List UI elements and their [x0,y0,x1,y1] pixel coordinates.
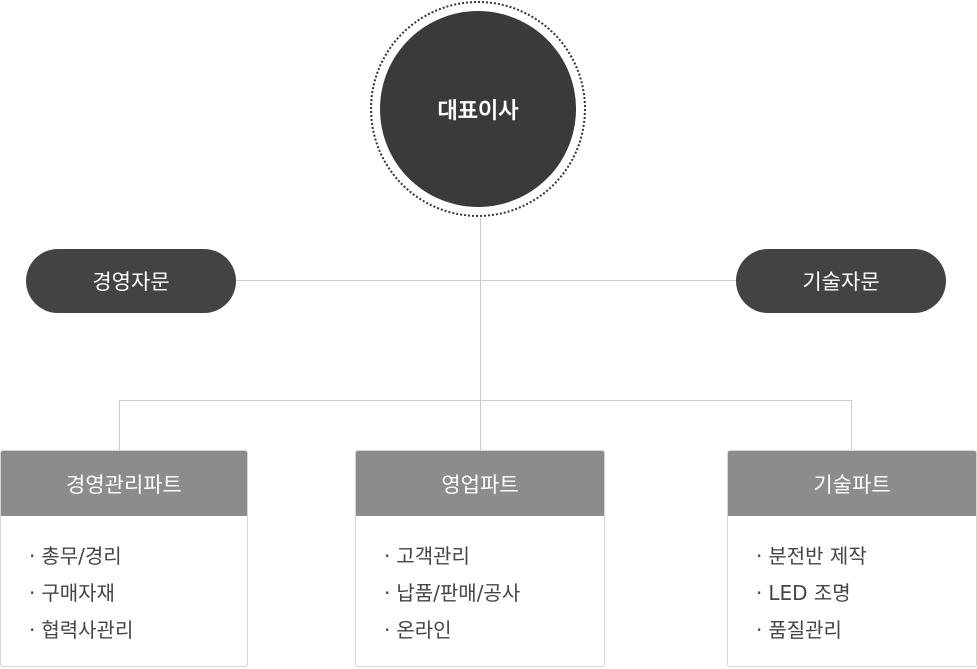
list-item-text: 납품/판매/공사 [396,581,521,605]
list-item-text: 협력사관리 [41,618,134,642]
list-item: ·구매자재 [29,575,247,612]
advisor-management: 경영자문 [26,249,236,313]
list-item: ·분전반 제작 [756,538,976,575]
ceo-label: 대표이사 [437,99,519,124]
dept-header: 경영관리파트 [1,451,247,516]
dept-title: 경영관리파트 [66,472,182,497]
dept-header: 영업파트 [356,451,604,516]
list-item-text: LED 조명 [768,581,851,605]
list-item: ·LED 조명 [756,575,976,612]
list-item: ·고객관리 [384,538,604,575]
dept-item-list: ·고객관리 ·납품/판매/공사 ·온라인 [356,516,604,649]
advisor-technical: 기술자문 [736,249,946,313]
bullet: · [756,544,763,568]
bullet: · [29,618,36,642]
bullet: · [756,581,763,605]
dept-technical: 기술파트 ·분전반 제작 ·LED 조명 ·품질관리 [727,450,977,667]
list-item-text: 품질관리 [768,618,842,642]
dept-item-list: ·총무/경리 ·구매자재 ·협력사관리 [1,516,247,649]
list-item: ·협력사관리 [29,612,247,649]
advisor-technical-label: 기술자문 [802,270,880,294]
dept-title: 영업파트 [441,472,519,497]
bullet: · [384,544,391,568]
list-item-text: 구매자재 [41,581,115,605]
bullet: · [384,618,391,642]
dept-management: 경영관리파트 ·총무/경리 ·구매자재 ·협력사관리 [0,450,248,667]
list-item-text: 고객관리 [396,544,470,568]
ceo-dotted-ring [370,1,586,217]
list-item-text: 온라인 [396,618,452,642]
dept-sales: 영업파트 ·고객관리 ·납품/판매/공사 ·온라인 [355,450,605,667]
dept-item-list: ·분전반 제작 ·LED 조명 ·품질관리 [728,516,976,649]
bullet: · [384,581,391,605]
dept-title: 기술파트 [813,472,891,497]
list-item: ·온라인 [384,612,604,649]
advisor-management-label: 경영자문 [92,270,170,294]
dept-header: 기술파트 [728,451,976,516]
list-item: ·품질관리 [756,612,976,649]
bullet: · [29,544,36,568]
bullet: · [756,618,763,642]
list-item-text: 분전반 제작 [768,544,867,568]
list-item-text: 총무/경리 [41,544,122,568]
ceo-node: 대표이사 [380,11,576,207]
list-item: ·납품/판매/공사 [384,575,604,612]
bullet: · [29,581,36,605]
list-item: ·총무/경리 [29,538,247,575]
